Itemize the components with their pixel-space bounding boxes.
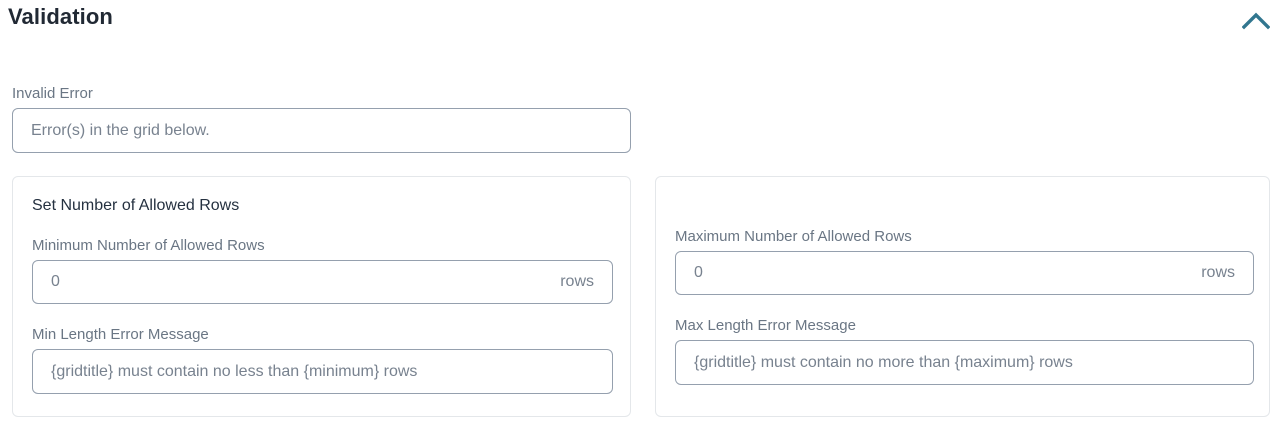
max-length-error-label: Max Length Error Message: [675, 317, 856, 334]
minimum-rows-label: Minimum Number of Allowed Rows: [32, 237, 265, 254]
min-length-error-field: Min Length Error Message {gridtitle} mus…: [32, 326, 613, 394]
minimum-rows-input[interactable]: 0 rows: [32, 260, 613, 304]
allowed-rows-panel-title: Set Number of Allowed Rows: [32, 197, 240, 214]
min-length-error-input[interactable]: {gridtitle} must contain no less than {m…: [32, 349, 613, 394]
max-length-error-field: Max Length Error Message {gridtitle} mus…: [675, 317, 1254, 385]
collapse-section-button[interactable]: [1238, 6, 1274, 36]
allowed-rows-max-panel: Maximum Number of Allowed Rows 0 rows Ma…: [655, 176, 1270, 417]
allowed-rows-min-panel: Set Number of Allowed Rows Minimum Numbe…: [12, 176, 631, 417]
min-length-error-value: {gridtitle} must contain no less than {m…: [51, 362, 418, 380]
max-length-error-value: {gridtitle} must contain no more than {m…: [694, 353, 1073, 371]
invalid-error-label: Invalid Error: [12, 85, 93, 102]
minimum-rows-field: Minimum Number of Allowed Rows 0 rows: [32, 237, 613, 304]
minimum-rows-unit-suffix: rows: [560, 273, 594, 290]
invalid-error-input[interactable]: Error(s) in the grid below.: [12, 108, 631, 153]
invalid-error-value: Error(s) in the grid below.: [31, 121, 210, 139]
minimum-rows-value: 0: [51, 273, 60, 290]
maximum-rows-unit-suffix: rows: [1201, 264, 1235, 281]
maximum-rows-input[interactable]: 0 rows: [675, 251, 1254, 295]
max-length-error-input[interactable]: {gridtitle} must contain no more than {m…: [675, 340, 1254, 385]
maximum-rows-value: 0: [694, 264, 703, 281]
validation-section-header: Validation: [0, 0, 1277, 44]
page-title: Validation: [8, 4, 113, 29]
min-length-error-label: Min Length Error Message: [32, 326, 209, 343]
invalid-error-field: Invalid Error Error(s) in the grid below…: [12, 85, 631, 153]
maximum-rows-field: Maximum Number of Allowed Rows 0 rows: [675, 228, 1254, 295]
chevron-up-icon: [1242, 12, 1270, 30]
maximum-rows-label: Maximum Number of Allowed Rows: [675, 228, 912, 245]
